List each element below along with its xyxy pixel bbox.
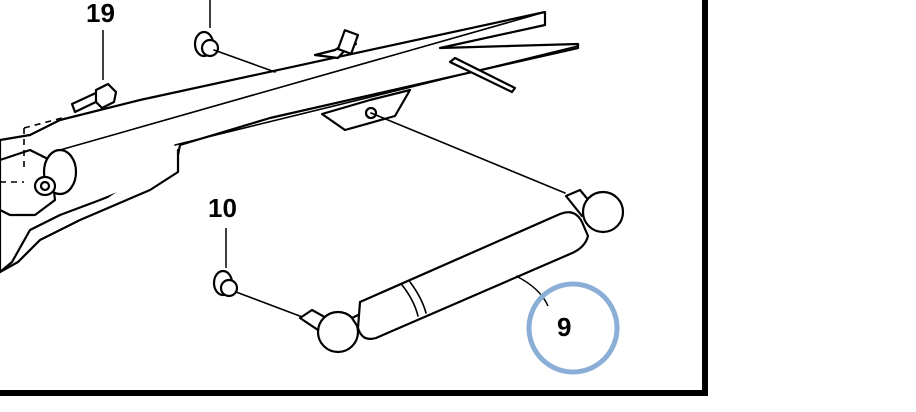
frame-bushing <box>0 148 78 217</box>
flange-nut-upper <box>193 0 276 73</box>
callout-19: 19 <box>86 0 115 28</box>
callout-10: 10 <box>208 193 237 223</box>
flange-nut <box>212 228 306 319</box>
install-path <box>0 117 63 183</box>
highlight-circle <box>526 281 620 375</box>
diagram-frame <box>0 0 708 396</box>
gas-strut <box>298 112 625 354</box>
frame-crossmember <box>0 10 580 274</box>
callout-9: 9 <box>557 312 571 342</box>
bolt <box>70 30 118 114</box>
